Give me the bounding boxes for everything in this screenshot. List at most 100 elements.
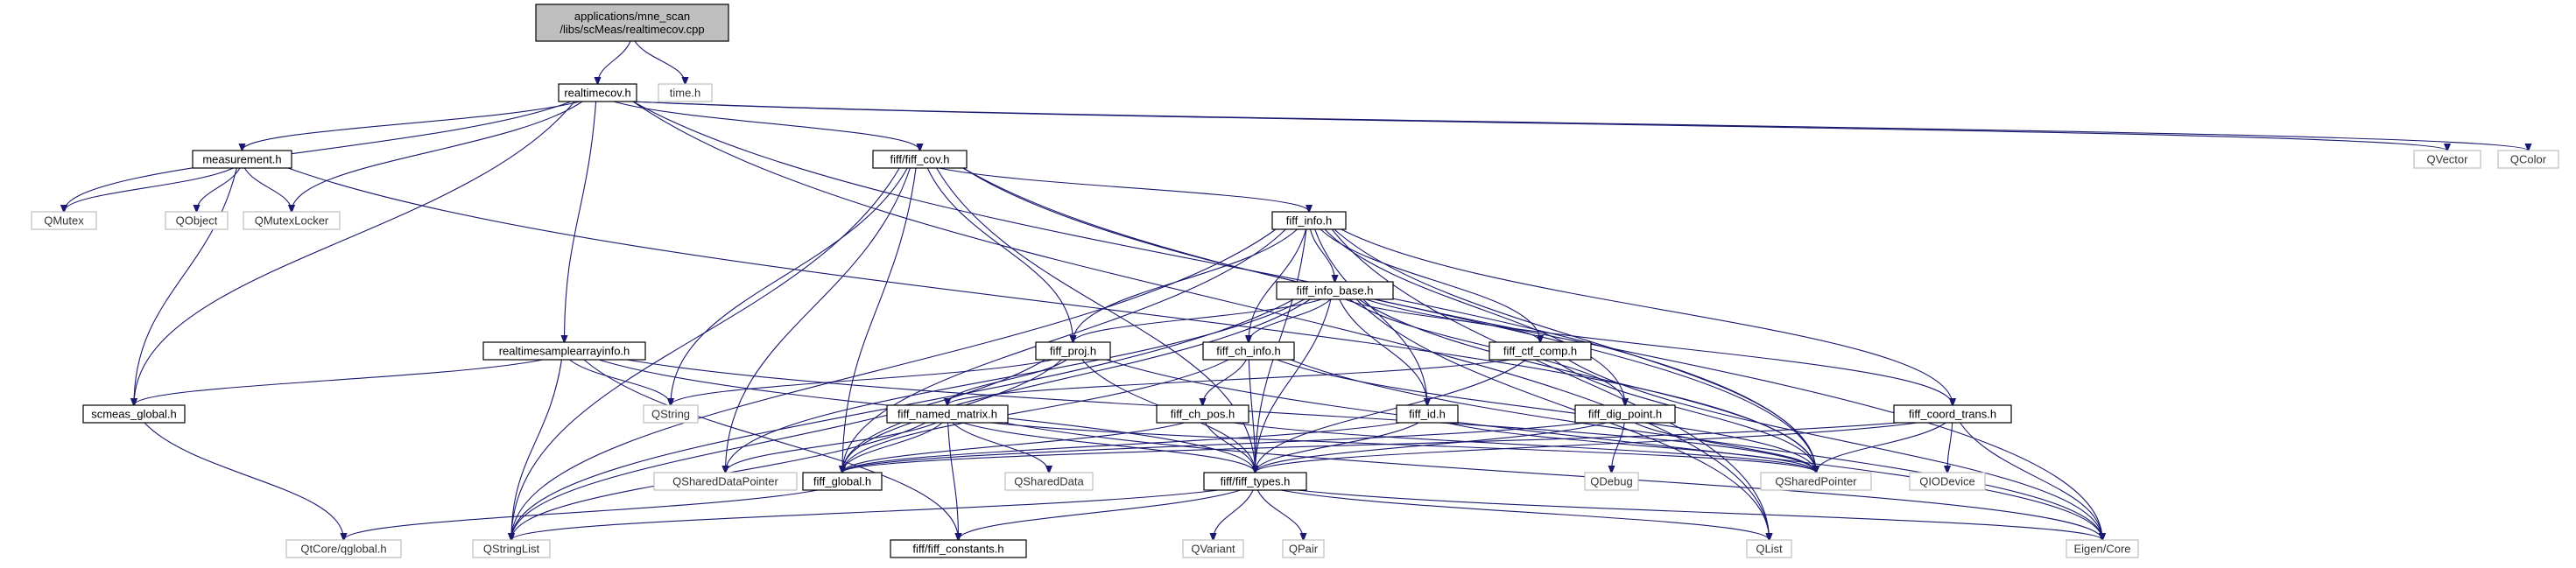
node-qdebug[interactable]: QDebug bbox=[1584, 472, 1639, 491]
node-qlist[interactable]: QList bbox=[1746, 539, 1792, 558]
node-fiff-global-h[interactable]: fiff_global.h bbox=[802, 472, 883, 491]
edge-rtsai-h-to-fiff-constants-h bbox=[583, 359, 959, 540]
edge-fiff-info-base-h-to-fiff-ctf-comp-h bbox=[1345, 298, 1540, 342]
edge-realtimecov-h-to-measurement-h bbox=[243, 101, 581, 151]
node-label: QList bbox=[1756, 543, 1783, 556]
node-qobject[interactable]: QObject bbox=[165, 211, 229, 230]
edge-fiff-cov-h-to-qstring bbox=[671, 167, 908, 405]
edge-fiff-info-h-to-fiff-id-h bbox=[1314, 228, 1427, 405]
node-fiff-id-h[interactable]: fiff_id.h bbox=[1396, 404, 1459, 424]
node-box bbox=[535, 4, 729, 42]
node-realtimecov-h[interactable]: realtimecov.h bbox=[558, 83, 637, 102]
edge-fiff-info-base-h-to-qshareddatapointer bbox=[726, 298, 1305, 473]
edge-fiff-dig-point-h-to-fiff-global-h bbox=[842, 422, 1587, 473]
edge-root-to-realtimecov-h bbox=[598, 40, 631, 84]
edge-fiff-coord-trans-h-to-fiff-global-h bbox=[842, 422, 1898, 473]
node-qtcore-qglobal-h[interactable]: QtCore/qglobal.h bbox=[285, 539, 402, 558]
node-fiff-named-matrix-h[interactable]: fiff_named_matrix.h bbox=[886, 404, 1009, 424]
node-qvector[interactable]: QVector bbox=[2413, 150, 2481, 169]
node-box bbox=[1489, 341, 1592, 361]
edge-fiff-types-h-to-qpair bbox=[1256, 489, 1303, 540]
node-qsharedpointer[interactable]: QSharedPointer bbox=[1760, 472, 1872, 491]
edge-fiff-info-base-h-to-qstringlist bbox=[511, 298, 1294, 540]
node-box bbox=[1004, 472, 1094, 491]
node-time-h[interactable]: time.h bbox=[658, 83, 713, 102]
edge-fiff-named-matrix-h-to-eigen-core bbox=[1003, 422, 2102, 540]
edge-fiff-info-h-to-fiff-proj-h bbox=[1073, 228, 1298, 342]
node-box bbox=[2066, 539, 2139, 558]
node-fiff-dig-point-h[interactable]: fiff_dig_point.h bbox=[1574, 404, 1676, 424]
node-fiff-ch-info-h[interactable]: fiff_ch_info.h bbox=[1202, 341, 1295, 361]
edge-realtimecov-h-to-qmutex bbox=[64, 101, 572, 212]
edge-rtsai-h-to-qstring bbox=[569, 359, 671, 405]
node-label: QMutex bbox=[44, 214, 84, 228]
node-label: /libs/scMeas/realtimecov.cpp bbox=[560, 23, 704, 36]
node-label: QPair bbox=[1289, 543, 1319, 556]
edge-fiff-ch-info-h-to-eigen-core bbox=[1290, 359, 2102, 540]
edge-fiff-info-base-h-to-fiff-coord-trans-h bbox=[1365, 298, 1953, 405]
node-label: fiff/fiff_types.h bbox=[1221, 475, 1291, 488]
edge-root-to-time-h bbox=[634, 40, 685, 84]
edge-fiff-ctf-comp-h-to-qsharedpointer bbox=[1553, 359, 1816, 473]
node-box bbox=[1574, 404, 1676, 424]
node-qstring[interactable]: QString bbox=[643, 404, 699, 424]
node-label: fiff_info_base.h bbox=[1297, 284, 1374, 298]
node-fiff-types-h[interactable]: fiff/fiff_types.h bbox=[1203, 472, 1307, 491]
node-qstringlist[interactable]: QStringList bbox=[472, 539, 551, 558]
edge-fiff-cov-h-to-eigen-core bbox=[962, 167, 2102, 540]
node-fiff-coord-trans-h[interactable]: fiff_coord_trans.h bbox=[1893, 404, 2012, 424]
node-qiodevice[interactable]: QIODevice bbox=[1909, 472, 1986, 491]
node-fiff-ctf-comp-h[interactable]: fiff_ctf_comp.h bbox=[1489, 341, 1592, 361]
node-qshareddatapointer[interactable]: QSharedDataPointer bbox=[653, 472, 798, 491]
node-eigen-core[interactable]: Eigen/Core bbox=[2066, 539, 2139, 558]
node-rtsai-h[interactable]: realtimesamplearrayinfo.h bbox=[482, 341, 646, 361]
node-qshareddata[interactable]: QSharedData bbox=[1004, 472, 1094, 491]
edge-fiff-info-base-h-to-qsharedpointer bbox=[1358, 298, 1816, 473]
edge-measurement-h-to-qobject bbox=[197, 167, 241, 212]
node-qcolor[interactable]: QColor bbox=[2497, 150, 2559, 169]
node-measurement-h[interactable]: measurement.h bbox=[192, 150, 292, 169]
node-box bbox=[1035, 341, 1111, 361]
node-qmutex[interactable]: QMutex bbox=[31, 211, 97, 230]
node-qvariant[interactable]: QVariant bbox=[1182, 539, 1244, 558]
node-fiff-info-base-h[interactable]: fiff_info_base.h bbox=[1276, 281, 1394, 300]
node-label: applications/mne_scan bbox=[574, 10, 690, 23]
edge-fiff-cov-h-to-fiff-info-h bbox=[939, 167, 1309, 212]
node-box bbox=[1156, 404, 1249, 424]
edge-fiff-cov-h-to-fiff-types-h bbox=[936, 167, 1256, 473]
node-box bbox=[558, 83, 637, 102]
node-box bbox=[1893, 404, 2012, 424]
node-root[interactable]: applications/mne_scan/libs/scMeas/realti… bbox=[535, 4, 729, 42]
node-qpair[interactable]: QPair bbox=[1282, 539, 1325, 558]
node-label: scmeas_global.h bbox=[91, 408, 177, 421]
node-label: measurement.h bbox=[202, 153, 281, 166]
node-box bbox=[1202, 341, 1295, 361]
edge-fiff-coord-trans-h-to-qiodevice bbox=[1947, 422, 1953, 473]
node-box bbox=[1584, 472, 1639, 491]
node-box bbox=[1271, 211, 1347, 230]
edge-realtimecov-h-to-rtsai-h bbox=[565, 101, 597, 342]
edge-fiff-types-h-to-qstringlist bbox=[511, 489, 1219, 540]
edge-fiff-coord-trans-h-to-qsharedpointer bbox=[1816, 422, 1946, 473]
node-qmutexlocker[interactable]: QMutexLocker bbox=[243, 211, 341, 230]
node-label: QSharedDataPointer bbox=[672, 475, 778, 488]
edge-fiff-ch-pos-h-to-fiff-types-h bbox=[1205, 422, 1256, 473]
node-fiff-cov-h[interactable]: fiff/fiff_cov.h bbox=[872, 150, 968, 169]
node-fiff-info-h[interactable]: fiff_info.h bbox=[1271, 211, 1347, 230]
node-box bbox=[192, 150, 292, 169]
node-fiff-ch-pos-h[interactable]: fiff_ch_pos.h bbox=[1156, 404, 1249, 424]
node-scmeas-global-h[interactable]: scmeas_global.h bbox=[82, 404, 186, 424]
node-label: fiff_global.h bbox=[813, 475, 871, 488]
edge-fiff-info-base-h-to-fiff-id-h bbox=[1339, 298, 1427, 405]
node-label: fiff/fiff_cov.h bbox=[890, 153, 950, 166]
node-label: fiff_proj.h bbox=[1050, 345, 1096, 358]
node-label: fiff_coord_trans.h bbox=[1909, 408, 1996, 421]
node-fiff-constants-h[interactable]: fiff/fiff_constants.h bbox=[890, 539, 1027, 558]
edge-fiff-id-h-to-fiff-types-h bbox=[1256, 422, 1419, 473]
edge-fiff-named-matrix-h-to-qshareddatapointer bbox=[726, 422, 937, 473]
node-fiff-proj-h[interactable]: fiff_proj.h bbox=[1035, 341, 1111, 361]
edge-fiff-cov-h-to-fiff-global-h bbox=[842, 167, 917, 473]
node-label: QSharedData bbox=[1014, 475, 1084, 488]
edge-fiff-proj-h-to-eigen-core bbox=[1106, 359, 2102, 540]
edge-measurement-h-to-qmutexlocker bbox=[243, 167, 292, 212]
